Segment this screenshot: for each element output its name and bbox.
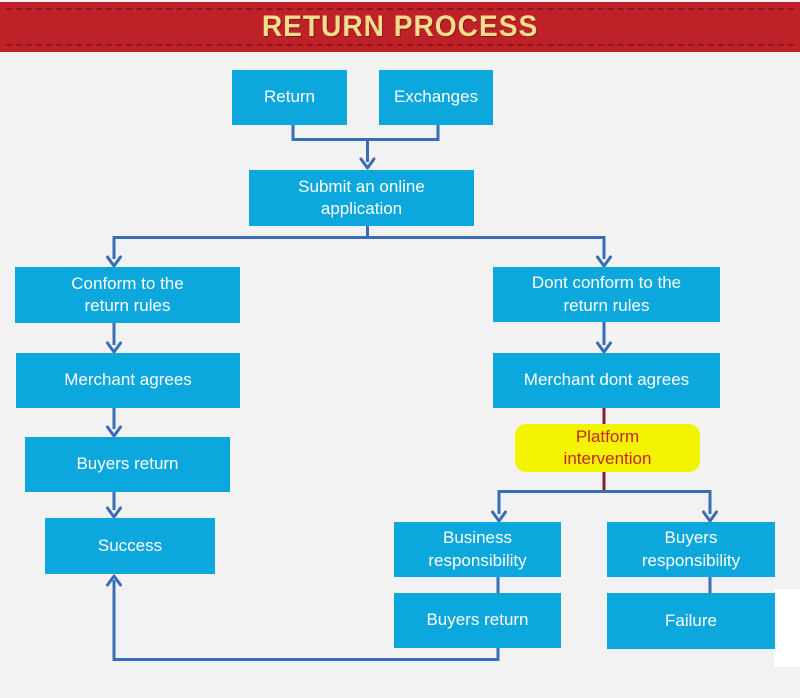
connector-top-merge xyxy=(291,125,440,141)
node-platform-intervention-label: Platform intervention xyxy=(563,426,652,468)
node-return-label: Return xyxy=(263,87,316,107)
connector-responsibility-split xyxy=(497,490,712,514)
node-success-label: Success xyxy=(97,535,163,555)
node-success: Success xyxy=(45,518,215,574)
node-submit-application: Submit an online application xyxy=(249,170,474,226)
node-conform-rules: Conform to the return rules xyxy=(15,267,240,323)
node-buyers-responsibility: Buyers responsibility xyxy=(607,522,775,577)
node-buyers-return-right: Buyers return xyxy=(394,593,561,648)
node-buyers-return-left-label: Buyers return xyxy=(76,454,179,474)
node-dont-conform-rules-label: Dont conform to the return rules xyxy=(531,273,682,315)
node-merchant-dont-agrees-label: Merchant dont agrees xyxy=(523,370,690,390)
arrowhead-to-business-responsibility xyxy=(491,510,507,523)
node-buyers-responsibility-label: Buyers responsibility xyxy=(641,528,741,570)
arrowhead-to-success xyxy=(106,506,122,519)
arrowhead-to-dont-conform xyxy=(596,255,612,268)
node-conform-rules-label: Conform to the return rules xyxy=(71,273,184,315)
node-business-responsibility-label: Business responsibility xyxy=(428,528,527,570)
node-exchanges-label: Exchanges xyxy=(393,87,479,107)
arrowhead-to-conform xyxy=(106,255,122,268)
node-failure-label: Failure xyxy=(665,610,717,630)
arrowhead-feedback-to-success xyxy=(106,574,122,587)
page-title: RETURN PROCESS xyxy=(261,10,539,43)
node-return: Return xyxy=(232,70,347,125)
node-failure: Failure xyxy=(607,593,775,649)
node-buyers-return-right-label: Buyers return xyxy=(426,610,529,630)
white-patch xyxy=(774,589,800,667)
node-platform-intervention: Platform intervention xyxy=(515,424,700,472)
connector-feedback-loop xyxy=(112,580,500,661)
arrowhead-to-merchant-dont-agrees xyxy=(596,341,612,354)
arrowhead-to-buyers-return-left xyxy=(106,425,122,438)
node-submit-application-label: Submit an online application xyxy=(298,176,425,218)
connector-split xyxy=(112,236,606,259)
node-buyers-return-left: Buyers return xyxy=(25,437,230,492)
node-dont-conform-rules: Dont conform to the return rules xyxy=(493,267,720,322)
arrowhead-to-merchant-agrees xyxy=(106,341,122,354)
node-merchant-agrees-label: Merchant agrees xyxy=(64,370,192,390)
arrowhead-to-buyers-responsibility xyxy=(702,510,718,523)
arrowhead-to-submit xyxy=(359,157,376,170)
node-business-responsibility: Business responsibility xyxy=(394,522,561,577)
node-exchanges: Exchanges xyxy=(379,70,493,125)
node-merchant-agrees: Merchant agrees xyxy=(16,353,240,408)
node-merchant-dont-agrees: Merchant dont agrees xyxy=(493,353,720,408)
banner: RETURN PROCESS xyxy=(0,2,800,52)
